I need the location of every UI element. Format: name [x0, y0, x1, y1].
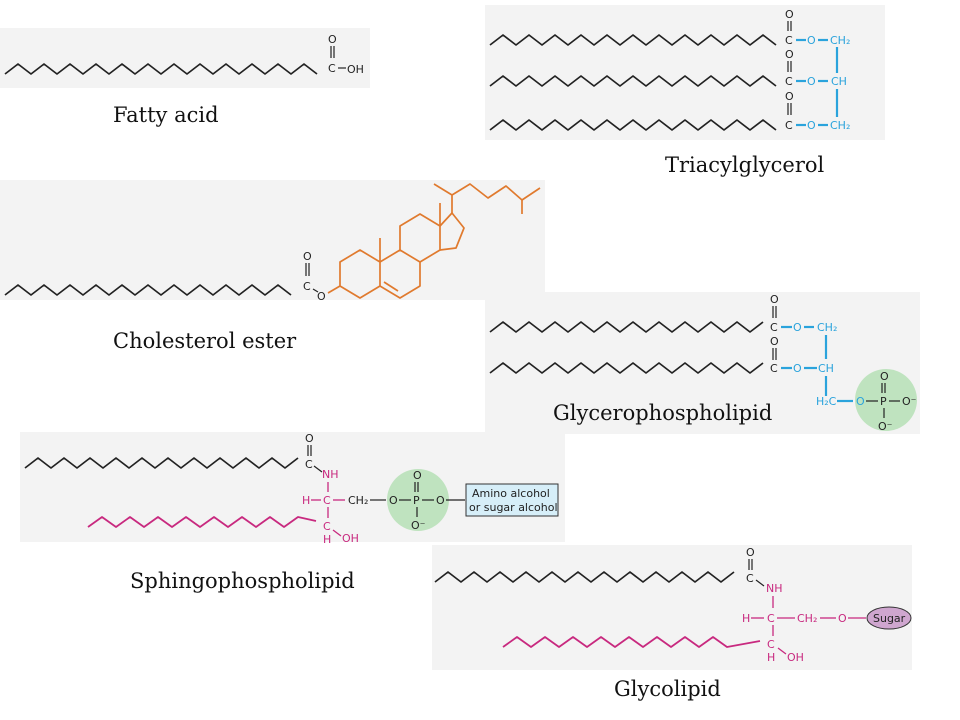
- phosphate-oxygen-right: O⁻: [902, 395, 917, 408]
- sp-sphingosine-chain: [87, 516, 317, 528]
- sp-nh: NH: [322, 468, 339, 481]
- gl-sphingosine-chain: [502, 636, 761, 648]
- gl-ch2: CH₂: [797, 612, 817, 625]
- glycerophospholipid-panel: [485, 292, 920, 434]
- sp-h-left: H: [302, 494, 310, 507]
- sp-oxygen-left: O: [389, 494, 398, 507]
- sp-oxygen-top: O: [413, 469, 422, 482]
- glycerol-ch2-bottom: CH₂: [830, 119, 850, 132]
- gp-glycerol-oxygen-1: O: [793, 321, 802, 334]
- glycerol-oxygen-3: O: [807, 119, 816, 132]
- ce-ester-oxygen: O: [317, 290, 326, 303]
- phosphate-oxygen-bottom: O⁻: [878, 420, 893, 433]
- phosphate-group-circle: [855, 369, 917, 431]
- glycerol-oxygen-2: O: [807, 75, 816, 88]
- cholesterol-acyl-chain: [4, 284, 292, 296]
- triacylglycerol-label: Triacylglycerol: [665, 153, 825, 177]
- ce-carbonyl-oxygen: O: [303, 250, 312, 263]
- gl-h-bottom: H: [767, 651, 775, 664]
- sp-oxygen-bottom: O⁻: [411, 519, 426, 532]
- gl-h-left: H: [742, 612, 750, 625]
- sugar-label: Sugar: [873, 612, 906, 625]
- steroid-ring-a: [327, 249, 381, 299]
- phosphate-oxygen-top: O: [880, 370, 889, 383]
- sp-phosphorus: P: [413, 494, 420, 507]
- gl-oh: OH: [787, 651, 804, 664]
- sp-h-bottom: H: [323, 533, 331, 546]
- amino-alcohol-line1: Amino alcohol: [472, 487, 550, 500]
- phosphorus: P: [880, 395, 887, 408]
- fatty-acid-structure: O C OH: [4, 33, 364, 76]
- ester-oxygen-1: O: [785, 8, 794, 21]
- ce-ester-carbon: C: [303, 280, 311, 293]
- fatty-acid-label: Fatty acid: [113, 103, 219, 127]
- fatty-acid-chain: [4, 63, 318, 75]
- steroid-ring-c: [399, 213, 441, 263]
- gl-amide-carbon: C: [746, 572, 754, 585]
- gp-glycerol-oxygen-2: O: [793, 362, 802, 375]
- sp-oh: OH: [342, 532, 359, 545]
- sp-carbonyl-oxygen: O: [305, 432, 314, 445]
- gl-carbonyl-oxygen: O: [746, 546, 755, 559]
- carbonyl-oxygen: O: [328, 33, 337, 46]
- amino-alcohol-line2: or sugar alcohol: [469, 501, 558, 514]
- glycerol-oxygen-1: O: [807, 34, 816, 47]
- gp-ch2-top: CH₂: [817, 321, 837, 334]
- glycerophospholipid-label: Glycerophospholipid: [553, 401, 772, 425]
- glycolipid-label: Glycolipid: [614, 677, 721, 701]
- sp-phosphate-circle: [387, 469, 449, 531]
- gl-c3: C: [767, 638, 775, 651]
- glycerol-ch: CH: [831, 75, 847, 88]
- gp-phosphate-oxygen: O: [856, 395, 865, 408]
- sp-acyl-chain: [24, 457, 299, 469]
- gp-acyl-chain-2: [489, 362, 764, 374]
- gp-oxygen-2: O: [770, 335, 779, 348]
- triacylglycerol-panel: [485, 5, 885, 140]
- cholesterol-ester-label: Cholesterol ester: [113, 329, 297, 353]
- acyl-chain-1: [489, 34, 777, 46]
- hydroxyl: OH: [347, 63, 364, 76]
- triacylglycerol-structure: O C O CH₂ O C O CH O C O CH₂: [489, 8, 850, 132]
- sp-oxygen-right: O: [436, 494, 445, 507]
- amino-alcohol-box: [465, 483, 559, 517]
- gp-ch: CH: [818, 362, 834, 375]
- gl-nh: NH: [766, 582, 783, 595]
- ester-carbon-2: C: [785, 75, 793, 88]
- cholesterol-ester-structure: O C O: [4, 183, 541, 303]
- ester-carbon-1: C: [785, 34, 793, 47]
- steroid-ring-d: [439, 212, 465, 251]
- cholesterol-side-chain: [433, 183, 541, 214]
- cholesterol-ester-panel: [0, 180, 545, 300]
- sp-amide-carbon: C: [305, 458, 313, 471]
- gl-acyl-chain: [434, 571, 735, 583]
- sphingophospholipid-structure: O C NH H C CH₂ C H OH O P O O O⁻ Amino a…: [24, 432, 559, 546]
- ring-b-double-bond: [383, 281, 399, 292]
- ester-oxygen-3: O: [785, 90, 794, 103]
- steroid-ring-b: [379, 249, 421, 299]
- glycerophospholipid-structure: O C O CH₂ O C O CH H₂C O P O O⁻ O⁻: [489, 293, 917, 433]
- carboxyl-carbon: C: [328, 62, 336, 75]
- gl-oxygen: O: [838, 612, 847, 625]
- ester-oxygen-2: O: [785, 48, 794, 61]
- gp-h2c: H₂C: [816, 395, 837, 408]
- gp-acyl-chain-1: [489, 321, 764, 333]
- acyl-chain-2: [489, 75, 777, 87]
- glycolipid-panel: [432, 545, 912, 670]
- sp-c2: C: [323, 494, 331, 507]
- acyl-chain-3: [489, 119, 777, 131]
- sp-c3: C: [323, 520, 331, 533]
- gp-oxygen-1: O: [770, 293, 779, 306]
- gp-carbon-1: C: [770, 321, 778, 334]
- sphingophospholipid-label: Sphingophospholipid: [130, 569, 355, 593]
- glycerol-ch2-top: CH₂: [830, 34, 850, 47]
- ester-carbon-3: C: [785, 119, 793, 132]
- gp-carbon-2: C: [770, 362, 778, 375]
- glycolipid-structure: O C NH H C CH₂ O C H OH Sugar: [434, 546, 912, 664]
- sugar-oval: [866, 606, 912, 630]
- fatty-acid-panel: [0, 28, 370, 88]
- sp-ch2: CH₂: [348, 494, 368, 507]
- gl-c2: C: [767, 612, 775, 625]
